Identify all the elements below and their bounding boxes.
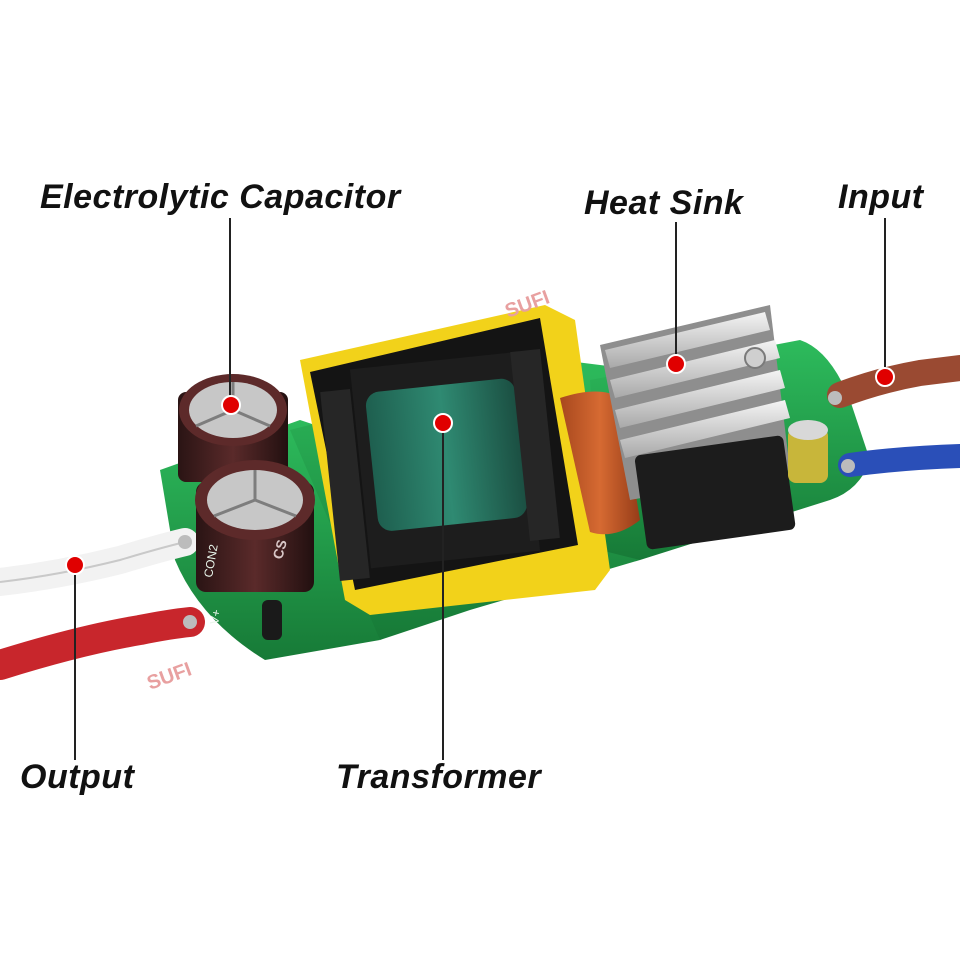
input-wire-brown bbox=[827, 355, 960, 408]
watermark-bottom: SUFI bbox=[144, 658, 194, 694]
capacitor-print: CS bbox=[269, 538, 289, 561]
callout-markers bbox=[65, 354, 895, 575]
label-electrolytic-capacitor: Electrolytic Capacitor bbox=[40, 178, 401, 216]
pcb-silkscreen-con2: CON2 bbox=[201, 543, 221, 579]
small-capacitor-right bbox=[788, 420, 828, 483]
input-wire-blue bbox=[838, 444, 960, 477]
marker-transformer bbox=[433, 413, 453, 433]
pcb-silkscreen-vplus: V+ bbox=[207, 608, 223, 625]
transformer bbox=[300, 305, 610, 615]
output-wire-red bbox=[0, 607, 205, 680]
label-transformer: Transformer bbox=[336, 758, 542, 796]
marker-output bbox=[65, 555, 85, 575]
output-wire-white bbox=[0, 528, 199, 596]
label-output: Output bbox=[20, 758, 135, 796]
bridge-rectifier bbox=[634, 435, 796, 550]
marker-input bbox=[875, 367, 895, 387]
callout-lines bbox=[74, 218, 886, 760]
marker-heat-sink bbox=[666, 354, 686, 374]
marker-capacitor bbox=[221, 395, 241, 415]
label-input: Input bbox=[838, 178, 924, 216]
electrolytic-capacitor-bottom: CS bbox=[195, 460, 315, 592]
label-heat-sink: Heat Sink bbox=[584, 184, 744, 222]
small-component bbox=[262, 600, 282, 640]
